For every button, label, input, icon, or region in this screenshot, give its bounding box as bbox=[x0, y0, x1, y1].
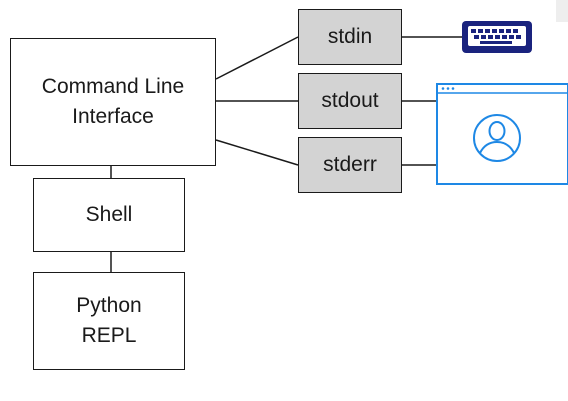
command-line-interface-box: Command Line Interface bbox=[10, 38, 216, 166]
connector-cli-stdin bbox=[215, 36, 299, 80]
keyboard-icon bbox=[462, 21, 532, 53]
stderr-box: stderr bbox=[298, 137, 402, 193]
shell-label: Shell bbox=[85, 202, 133, 226]
corner-tab bbox=[556, 0, 568, 22]
user-window-icon bbox=[436, 83, 568, 185]
python-repl-label: Python REPL bbox=[76, 293, 142, 347]
command-line-interface-label: Command Line Interface bbox=[41, 74, 185, 128]
stdout-box: stdout bbox=[298, 73, 402, 129]
connector-cli-stderr bbox=[215, 139, 299, 166]
stdin-label: stdin bbox=[327, 24, 373, 48]
stdout-label: stdout bbox=[321, 88, 379, 112]
stderr-label: stderr bbox=[323, 152, 377, 176]
stdin-box: stdin bbox=[298, 9, 402, 65]
shell-box: Shell bbox=[33, 178, 185, 252]
python-repl-box: Python REPL bbox=[33, 272, 185, 370]
